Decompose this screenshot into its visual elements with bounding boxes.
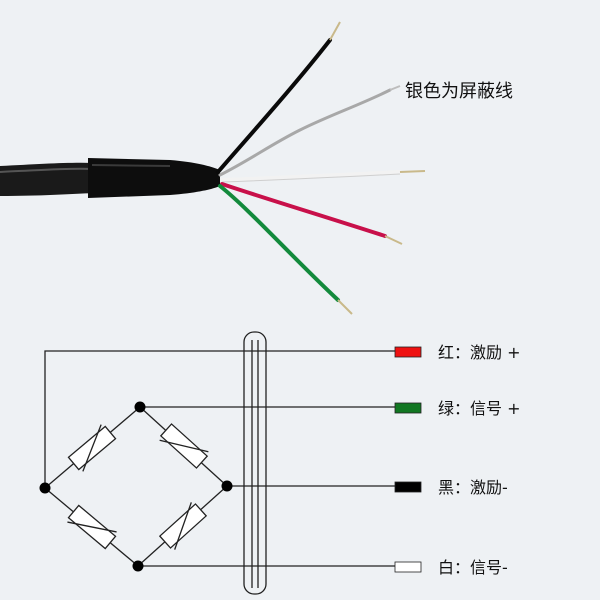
node-left (39, 482, 51, 494)
swatch-green (394, 402, 422, 414)
cable-illustration: 银色为屏蔽线 (0, 21, 513, 315)
cable-jacket-highlight (0, 167, 96, 173)
green-conductor (218, 184, 340, 302)
shield-wire-tip (389, 85, 401, 91)
wire-legend: 红：激励 + 绿：信号 + 黑：激励- 白：信号- (394, 343, 521, 577)
resistor-lower-left (67, 504, 117, 550)
label-white: 白：信号- (438, 558, 508, 577)
swatch-white (394, 561, 422, 573)
white-conductor (220, 170, 402, 182)
white-conductor-outline (221, 173, 401, 183)
red-conductor (220, 182, 387, 238)
shield-wire (218, 88, 392, 177)
black-conductor (216, 38, 332, 174)
bridge-schematic (44, 331, 395, 595)
resistor-upper-right (159, 423, 209, 469)
swatch-red (394, 346, 422, 358)
red-conductor-tip (384, 235, 403, 245)
resistor-upper-left (67, 424, 117, 472)
label-green: 绿：信号 + (438, 399, 521, 418)
shield-annotation: 银色为屏蔽线 (405, 81, 513, 102)
cable-jacket (0, 162, 95, 196)
green-conductor-tip (337, 299, 353, 315)
wire-red-line (44, 350, 395, 488)
shield-bracket (243, 331, 267, 595)
swatch-black (394, 481, 422, 493)
sleeve-highlight (91, 164, 171, 167)
resistor-lower-right (158, 502, 208, 550)
white-conductor-tip (399, 170, 426, 173)
black-conductor-tip (329, 21, 341, 41)
label-red: 红：激励 + (438, 343, 521, 362)
node-right (221, 480, 233, 492)
node-bottom (132, 560, 144, 572)
node-top (134, 401, 146, 413)
heat-shrink-sleeve (88, 158, 220, 198)
bridge-nodes (39, 401, 233, 572)
label-black: 黑：激励- (438, 478, 508, 497)
